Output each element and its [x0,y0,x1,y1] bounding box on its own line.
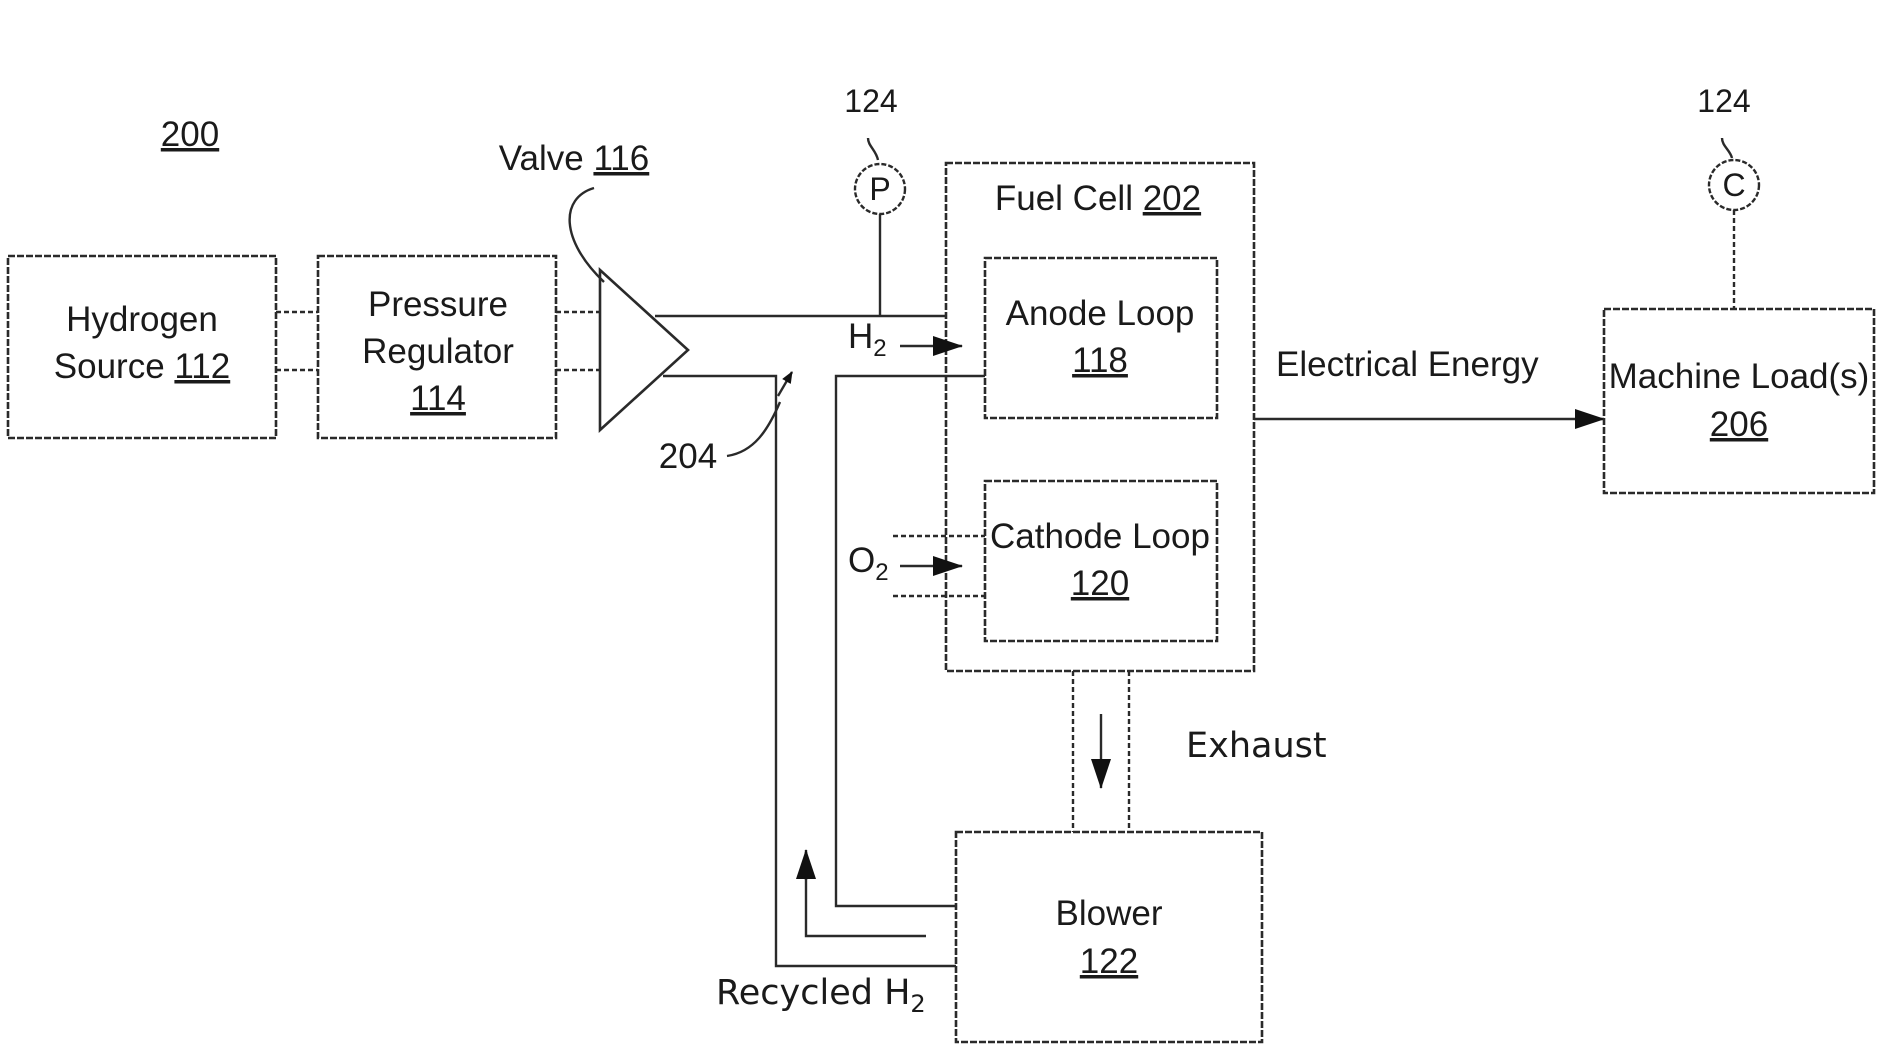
oxygen-input-subscript: 2 [875,559,888,586]
machine-load-ref: 206 [1710,405,1768,444]
recirculation-ref-leader [727,402,780,456]
pressure-sensor-leader [868,138,878,160]
pressure-regulator-label-line2: Regulator [362,332,514,371]
anode-loop-ref: 118 [1072,341,1128,380]
hydrogen-source-ref: 112 [174,347,230,386]
valve-label: Valve 116 [499,139,650,178]
oxygen-input-label: O2 [848,541,889,586]
blower-block: Blower 122 [956,832,1262,1042]
valve-ref: 116 [593,139,649,178]
fuel-cell-label: Fuel Cell 202 [995,179,1201,218]
pressure-regulator-label-line1: Pressure [368,285,508,324]
recycled-hydrogen-line [776,392,956,966]
recycled-hydrogen-flow-indicator [806,852,926,936]
hydrogen-source-block: Hydrogen Source 112 [8,256,276,438]
pressure-sensor-ref: 124 [844,83,897,119]
current-sensor-symbol: C [1722,167,1745,203]
current-sensor-ref: 124 [1697,83,1750,119]
pressure-regulator-ref: 114 [410,379,466,418]
valve-symbol [600,270,688,430]
recycled-hydrogen-label: Recycled H2 [716,973,926,1018]
recirculation-junction-line [663,376,776,392]
machine-load-block: Machine Load(s) 206 [1604,309,1874,493]
exhaust-label: Exhaust [1186,726,1327,766]
fuel-cell-ref: 202 [1143,179,1201,218]
anode-loop-block: Anode Loop 118 [985,258,1217,418]
pressure-regulator-block: Pressure Regulator 114 [318,256,556,438]
figure-number: 200 [161,115,219,154]
blower-ref: 122 [1080,942,1138,981]
current-sensor: C [1709,160,1759,210]
blower-label: Blower [1056,894,1163,933]
hydrogen-input-subscript: 2 [873,335,886,362]
recirculation-arrow [778,372,792,396]
hydrogen-source-label-line1: Hydrogen [66,300,218,339]
machine-load-label: Machine Load(s) [1609,357,1870,396]
cathode-loop-label: Cathode Loop [990,517,1210,556]
pressure-sensor-symbol: P [869,171,890,207]
cathode-loop-block: Cathode Loop 120 [985,481,1217,641]
pressure-sensor: P [855,164,905,214]
anode-loop-label: Anode Loop [1006,294,1195,333]
electrical-energy-label: Electrical Energy [1276,345,1539,384]
current-sensor-leader [1722,138,1732,158]
recirculation-ref: 204 [659,437,717,476]
hydrogen-source-label-line2: Source 112 [54,347,230,386]
cathode-loop-ref: 120 [1071,564,1129,603]
hydrogen-input-label: H2 [848,317,887,362]
recycled-hydrogen-subscript: 2 [910,990,925,1018]
